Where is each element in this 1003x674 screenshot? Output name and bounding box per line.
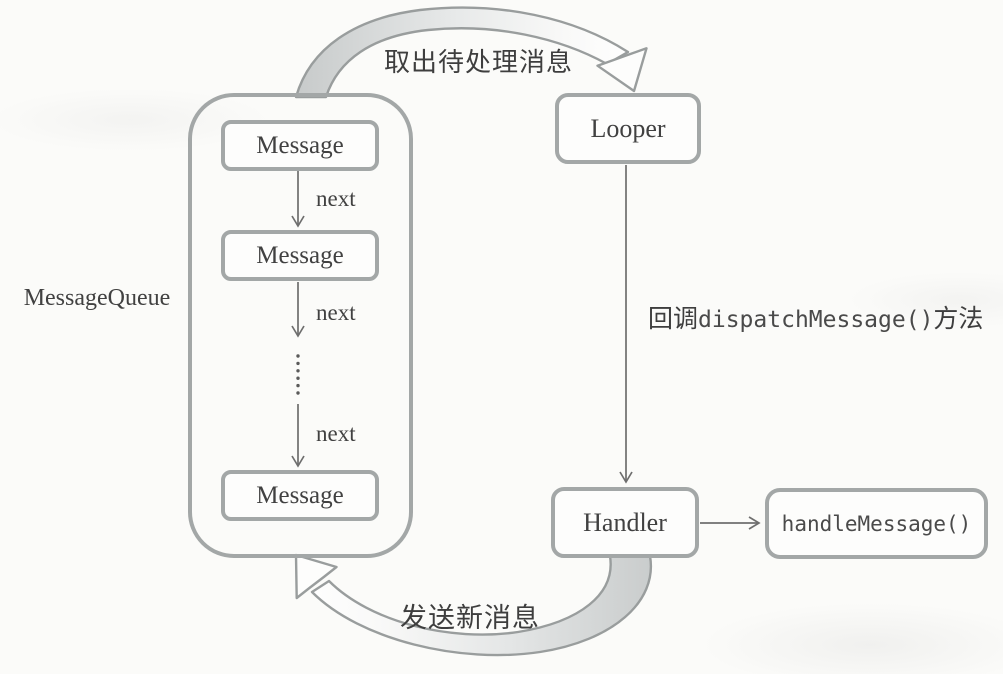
send-band-arrowhead <box>294 553 338 600</box>
send-arrow-label: 发送新消息 <box>400 603 540 633</box>
handler-node: Handler <box>551 487 699 558</box>
message-queue-container <box>188 93 413 558</box>
next-label-1: next <box>316 186 356 211</box>
dequeue-band-arrow <box>294 6 630 99</box>
message-node-3: Message <box>221 470 379 521</box>
dispatch-label-code: dispatchMessage() <box>698 307 934 333</box>
dequeue-arrow-label: 取出待处理消息 <box>384 48 574 77</box>
dispatch-arrow-label: 回调dispatchMessage()方法 <box>648 299 983 335</box>
dispatch-label-prefix: 回调 <box>648 306 699 333</box>
message-node-1: Message <box>221 120 379 171</box>
message-node-2: Message <box>221 230 379 281</box>
next-label-3: next <box>316 421 356 446</box>
message-queue-label: MessageQueue <box>23 285 171 311</box>
send-band-arrow <box>310 554 653 657</box>
handle-message-node: handleMessage() <box>765 488 988 559</box>
dispatch-label-suffix: 方法 <box>933 306 984 333</box>
dequeue-band-arrowhead <box>596 47 648 93</box>
next-label-2: next <box>316 300 356 325</box>
looper-node: Looper <box>555 93 701 164</box>
